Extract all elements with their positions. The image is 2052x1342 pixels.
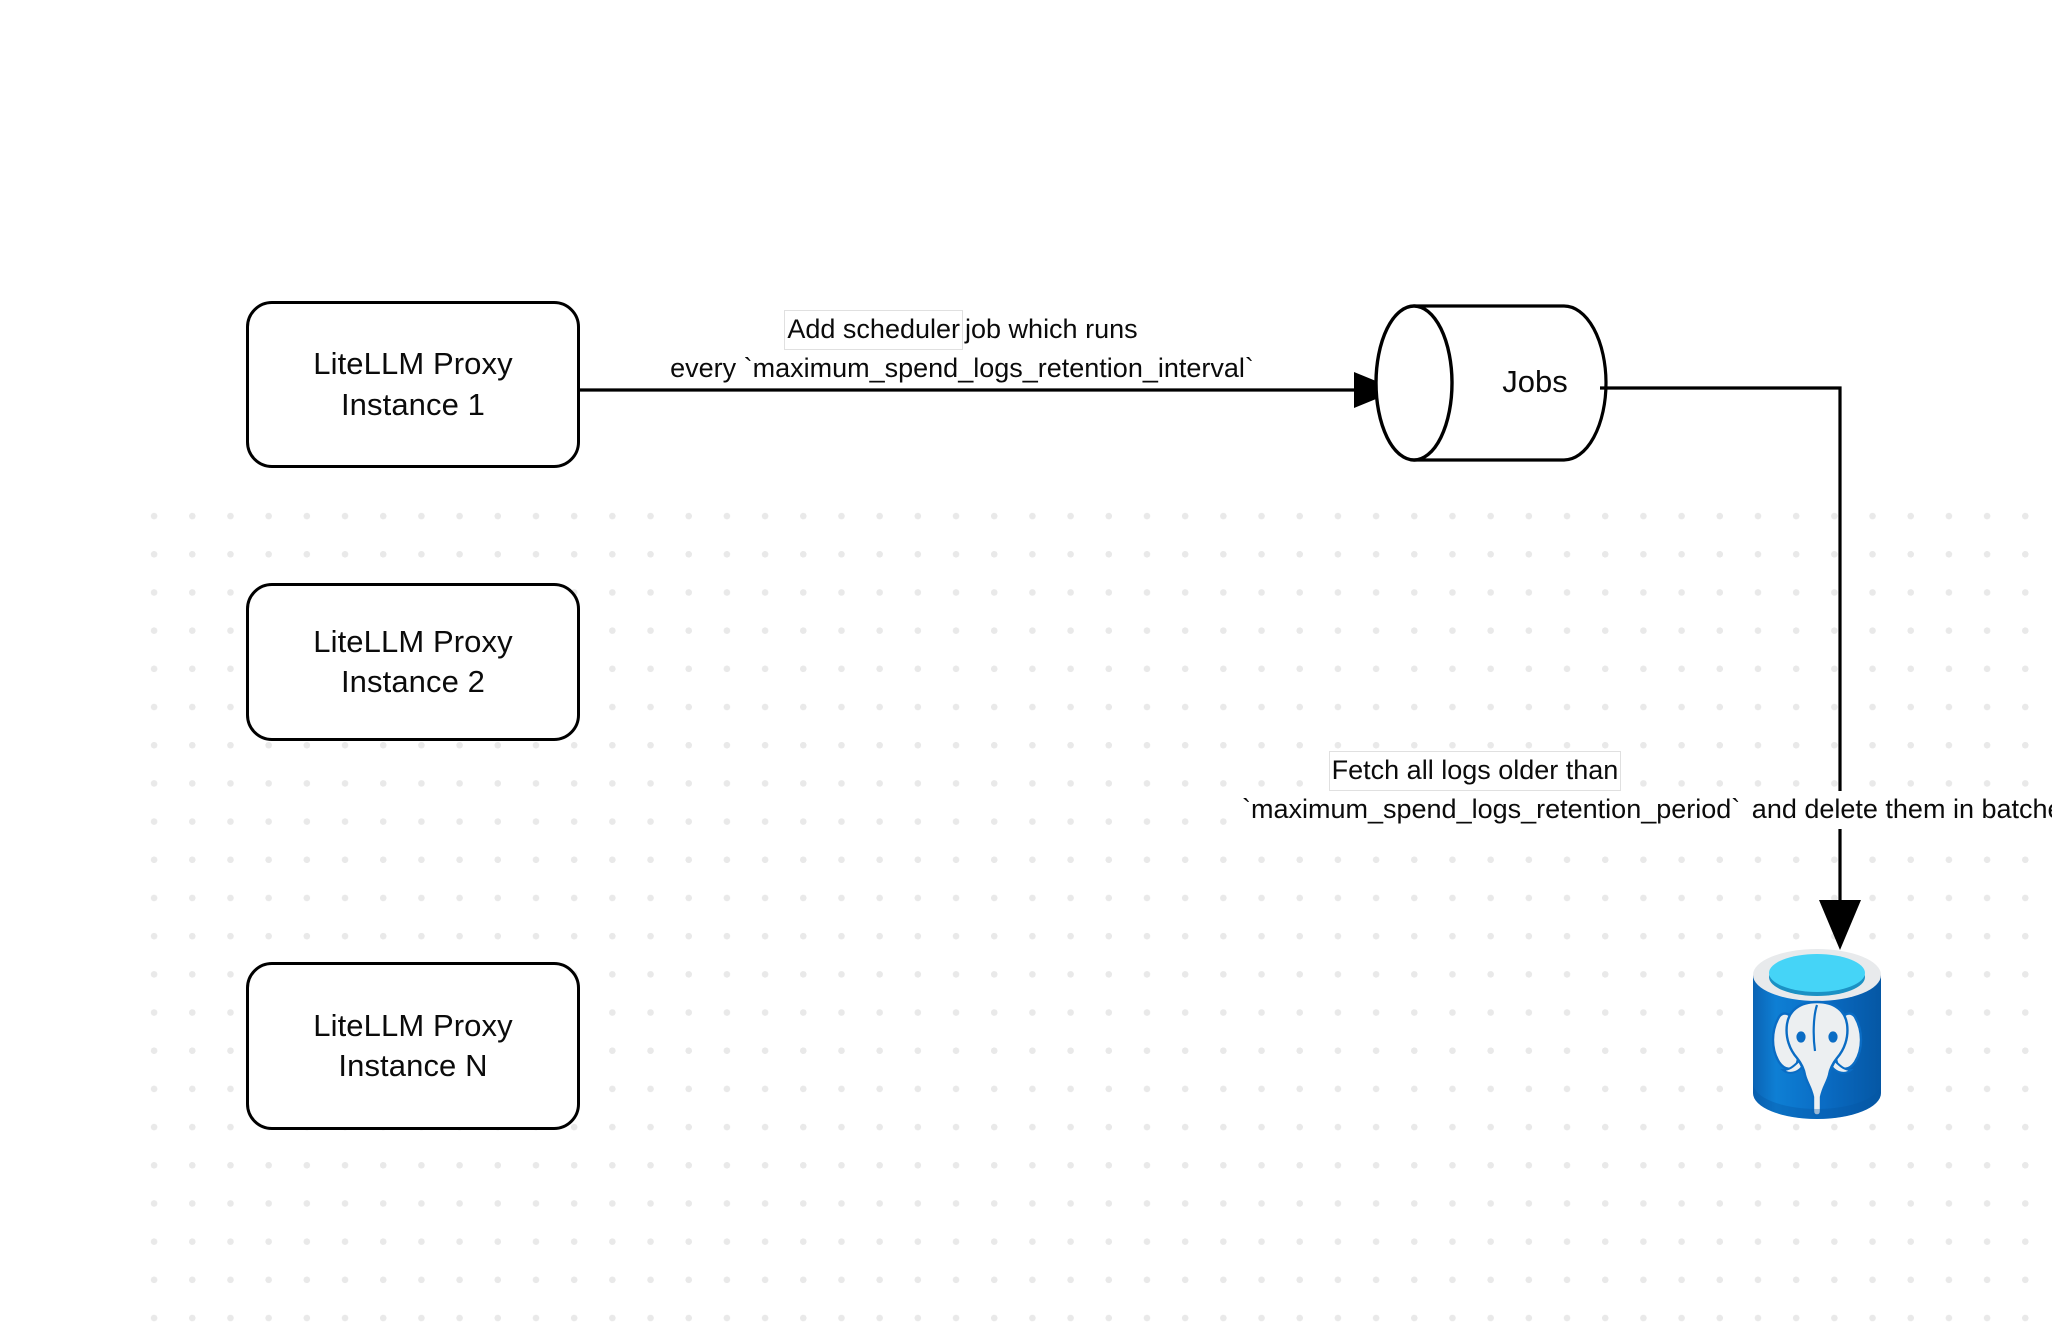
node-litellm-proxy-instance-1[interactable]: LiteLLM Proxy Instance 1 — [246, 301, 580, 468]
node-label-line-2: Instance N — [338, 1048, 488, 1083]
edge-label-line-3: and delete them in batches of 1000 — [1749, 790, 2052, 829]
connector-jobs-to-database — [1600, 386, 1861, 950]
node-jobs-queue[interactable] — [1374, 304, 1608, 462]
edge-label-line-1-rest: job which runs — [963, 311, 1140, 349]
edge-label-fetch-and-delete-logs: Fetch all logs older than `maximum_spend… — [1240, 751, 2052, 829]
node-label-line-1: LiteLLM Proxy — [313, 346, 513, 382]
postgres-elephant-icon — [1771, 1000, 1863, 1117]
edge-label-highlight: Fetch all logs older than — [1328, 751, 1622, 791]
node-jobs-label: Jobs — [1502, 364, 1568, 399]
node-litellm-proxy-instance-n[interactable]: LiteLLM Proxy Instance N — [246, 962, 580, 1130]
edge-label-line-2: every `maximum_spend_logs_retention_inte… — [668, 349, 1256, 388]
edge-label-highlight: Add scheduler — [784, 310, 964, 350]
node-litellm-proxy-instance-2[interactable]: LiteLLM Proxy Instance 2 — [246, 583, 580, 741]
node-label-line-2: Instance 2 — [340, 664, 486, 699]
node-label-line-1: LiteLLM Proxy — [313, 1007, 513, 1043]
node-postgres-database[interactable] — [1749, 945, 1885, 1125]
node-label-line-1: LiteLLM Proxy — [313, 623, 513, 659]
edge-label-line-1: Fetch all logs older than — [1240, 751, 1710, 791]
edge-label-line-2: `maximum_spend_logs_retention_period` — [1240, 790, 1743, 829]
node-label-line-2: Instance 1 — [340, 386, 486, 422]
